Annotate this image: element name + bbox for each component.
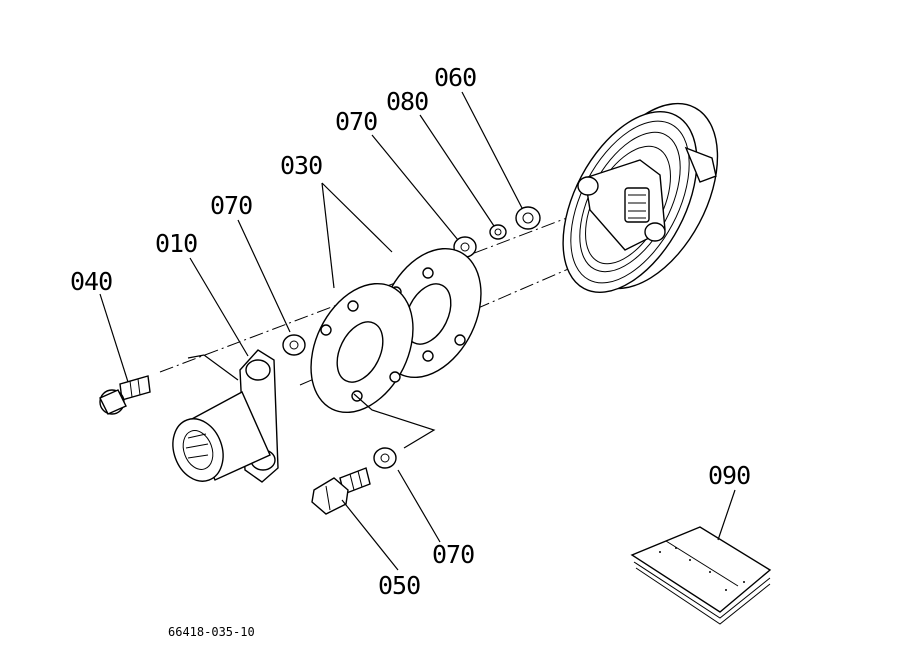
spring-washer-080[interactable]	[489, 224, 507, 240]
callout-070-top: 070	[335, 107, 377, 136]
callout-040: 040	[70, 267, 112, 296]
callout-030: 030	[280, 151, 322, 180]
coupling-010[interactable]	[165, 349, 279, 488]
callout-080: 080	[386, 87, 428, 116]
nut-060[interactable]	[515, 206, 541, 230]
instruction-booklet-090[interactable]	[630, 526, 772, 625]
washer-070-bottom[interactable]	[373, 447, 397, 469]
bolt-050[interactable]	[311, 467, 371, 515]
leader-lines	[99, 91, 736, 571]
callout-090: 090	[708, 461, 750, 490]
callout-070-mid: 070	[210, 191, 252, 220]
crank-pulley[interactable]	[535, 80, 746, 314]
plate-030-front[interactable]	[291, 267, 433, 430]
washer-070-mid[interactable]	[282, 334, 306, 356]
callout-050: 050	[378, 571, 420, 600]
drawing-code: 66418-035-10	[168, 625, 255, 639]
callout-070-bottom: 070	[432, 540, 474, 569]
callout-060: 060	[434, 63, 476, 92]
bolt-040[interactable]	[99, 375, 151, 415]
callout-010: 010	[155, 229, 197, 258]
